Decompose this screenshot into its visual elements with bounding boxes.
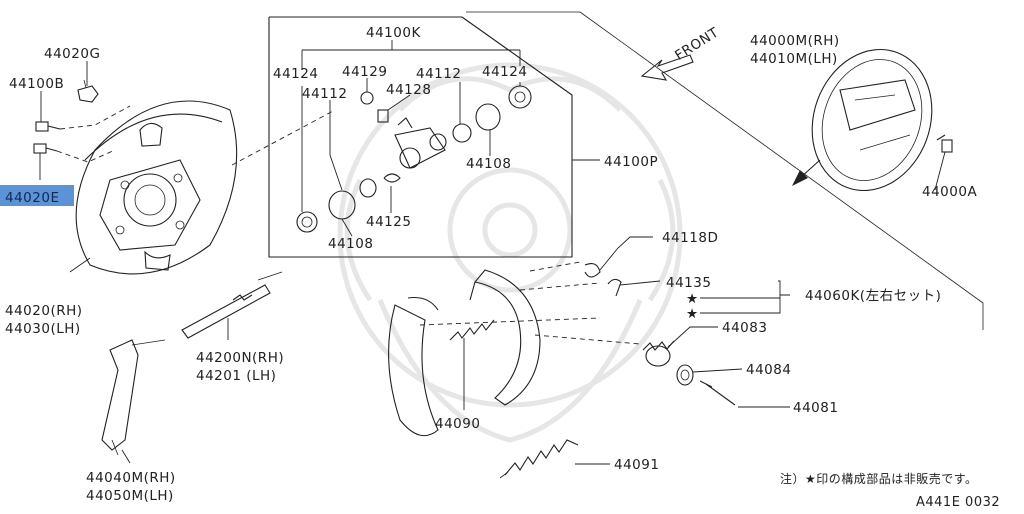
label-44129[interactable]: 44129 — [342, 64, 387, 80]
label-44020-rh[interactable]: 44020(RH) — [5, 303, 83, 319]
label-44040M-rh[interactable]: 44040M(RH) — [86, 470, 176, 486]
label-44020G[interactable]: 44020G — [44, 46, 100, 62]
brake-back-plate[interactable] — [75, 100, 238, 275]
section-boundary-lines — [466, 11, 984, 330]
label-44125[interactable]: 44125 — [366, 214, 411, 230]
assembly-guide-lines — [56, 105, 641, 345]
diagram-code: A441E 0032 — [916, 495, 1000, 510]
label-44091[interactable]: 44091 — [614, 457, 659, 473]
non-sale-star-1: ★ — [686, 291, 699, 307]
label-44060K[interactable]: 44060K(左右セット) — [805, 288, 941, 304]
label-44118D[interactable]: 44118D — [662, 230, 718, 246]
label-44000M-rh[interactable]: 44000M(RH) — [750, 33, 840, 49]
hold-down-cup[interactable] — [676, 364, 694, 386]
label-44108-right[interactable]: 44108 — [466, 156, 511, 172]
label-44084[interactable]: 44084 — [746, 362, 791, 378]
brake-shoe-pair[interactable] — [388, 269, 541, 437]
non-sale-star-2: ★ — [686, 306, 699, 322]
wheel-cylinder-body[interactable] — [394, 117, 447, 169]
bolt-44100B[interactable] — [35, 121, 61, 132]
label-44135[interactable]: 44135 — [666, 275, 711, 291]
non-sale-footnote: 注）★印の構成部品は非販売です。 — [780, 471, 978, 486]
label-44201-lh[interactable]: 44201 (LH) — [196, 368, 276, 384]
label-44124-right[interactable]: 44124 — [482, 64, 527, 80]
leader-lines — [39, 40, 946, 465]
bolt-44000A[interactable] — [936, 134, 953, 153]
label-44128[interactable]: 44128 — [386, 82, 431, 98]
adjuster-assembly[interactable] — [181, 271, 283, 339]
label-44100K[interactable]: 44100K — [366, 25, 421, 41]
label-44083[interactable]: 44083 — [722, 320, 767, 336]
label-44090[interactable]: 44090 — [435, 416, 480, 432]
label-44000A[interactable]: 44000A — [922, 184, 977, 200]
clip-parts[interactable] — [584, 263, 622, 297]
wheel-cylinder-kit-box — [268, 16, 573, 258]
label-44108-left[interactable]: 44108 — [328, 236, 373, 252]
direction-arrow-icon — [792, 159, 821, 186]
label-44100P[interactable]: 44100P — [604, 154, 658, 170]
front-label: FRONT — [672, 24, 722, 63]
hold-down-spring[interactable] — [642, 340, 675, 367]
label-44050M-lh[interactable]: 44050M(LH) — [86, 488, 174, 504]
selected-part-highlight[interactable] — [0, 185, 74, 206]
label-44010M-lh[interactable]: 44010M(LH) — [750, 51, 838, 67]
label-44200N-rh[interactable]: 44200N(RH) — [196, 350, 284, 366]
parking-brake-lever[interactable] — [101, 339, 166, 456]
label-44100B[interactable]: 44100B — [9, 76, 64, 92]
label-44020E[interactable]: 44020E — [5, 190, 59, 206]
watermark-emblem — [337, 62, 683, 443]
bolt-44020E[interactable] — [33, 143, 58, 154]
label-44081[interactable]: 44081 — [793, 400, 838, 416]
label-44030-lh[interactable]: 44030(LH) — [5, 321, 81, 337]
brake-shoe-assembly[interactable] — [793, 33, 951, 208]
return-spring[interactable] — [499, 439, 579, 479]
shoe-spring[interactable] — [449, 319, 495, 341]
label-44112-left[interactable]: 44112 — [302, 86, 347, 102]
hold-down-pin[interactable] — [699, 380, 736, 406]
label-44124-left[interactable]: 44124 — [273, 66, 318, 82]
label-44112-right[interactable]: 44112 — [416, 66, 461, 82]
nut-44020G[interactable] — [77, 79, 99, 103]
part-labels: 44020G 44100B 44020E 44020(RH) 44030(LH)… — [5, 24, 1000, 510]
front-arrow-icon — [640, 54, 694, 81]
